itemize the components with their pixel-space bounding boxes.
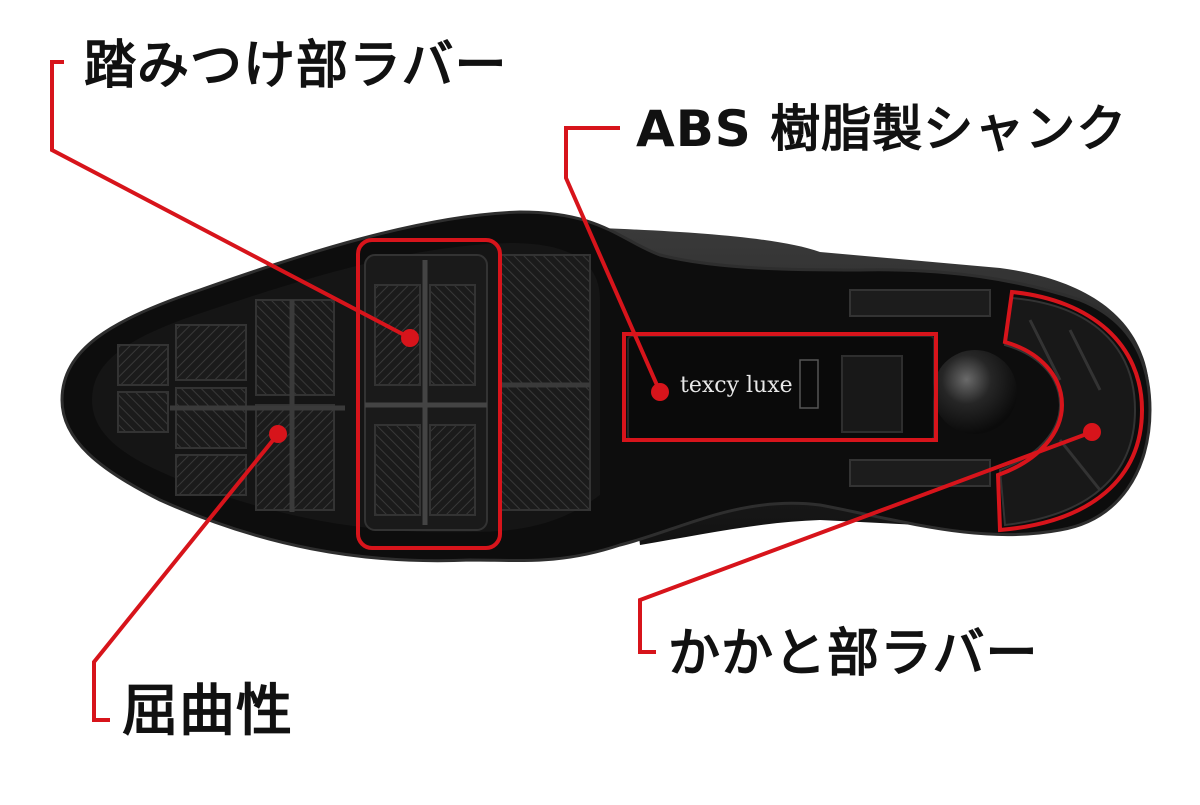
- arch-tread: [499, 254, 591, 511]
- forefoot-tread: [117, 299, 345, 512]
- shank-highlight-box: [622, 332, 938, 442]
- forefoot-dot: [401, 329, 419, 347]
- forefoot-leader: [50, 60, 411, 340]
- callout-forefoot-rubber: 踏みつけ部ラバー: [84, 36, 508, 96]
- callout-flexibility: 屈曲性: [122, 679, 293, 744]
- forefoot-highlight-box: [356, 238, 502, 550]
- heel-cushion-knob: [933, 350, 1017, 434]
- flex-dot: [269, 425, 287, 443]
- heel-highlight-outline: [995, 289, 1145, 533]
- brand-text: texcy luxe: [680, 373, 793, 398]
- heel-dot: [1083, 423, 1101, 441]
- heel-leader: [638, 430, 1093, 654]
- ball-tread: [364, 254, 488, 531]
- shank-dot: [651, 383, 669, 401]
- shank-leader: [564, 126, 662, 393]
- flex-leader: [92, 432, 280, 722]
- callout-heel-rubber: かかと部ラバー: [668, 624, 1039, 684]
- callout-abs-shank: ABS 樹脂製シャンク: [636, 100, 1128, 158]
